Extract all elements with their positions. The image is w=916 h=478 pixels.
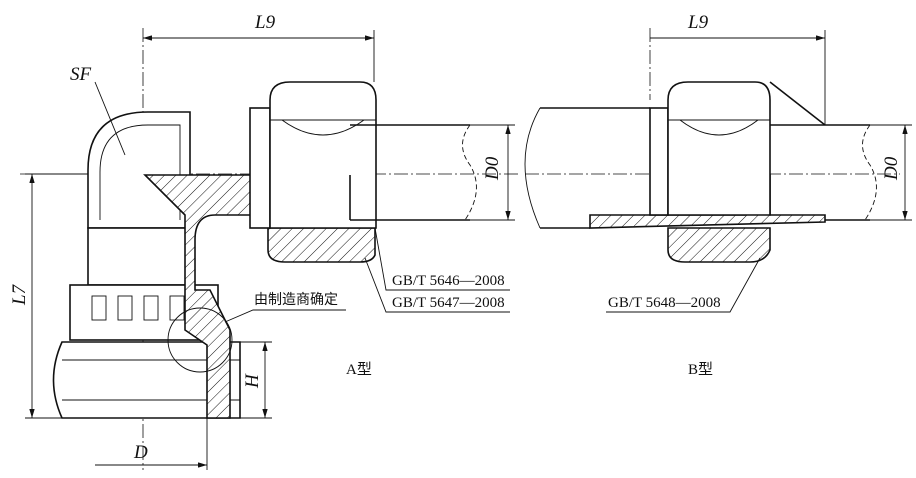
dim-d0-label: D0 — [482, 156, 503, 181]
b-tube — [770, 124, 870, 221]
b-std-leader — [606, 257, 761, 313]
manufacturer-note: 由制造商确定 — [254, 292, 338, 308]
type-a-caption: A型 — [346, 361, 372, 378]
dim-l9-label: L9 — [254, 12, 276, 33]
dim-d-label: D — [133, 442, 148, 463]
detail-circle — [167, 307, 233, 373]
b-body-outline — [540, 107, 650, 229]
dim-sf-label: SF — [70, 64, 92, 85]
b-cone — [769, 81, 826, 126]
elbow-leg — [87, 227, 189, 286]
std-5648-label: GB/T 5648—2008 — [608, 295, 721, 311]
b-body-break — [524, 107, 541, 229]
b-dim-d0-label: D0 — [881, 156, 902, 181]
elbow-outer — [87, 111, 191, 229]
section-hatch-nut — [267, 227, 376, 263]
type-a-drawing: L9 SF D0 L7 D H GB/T 5646—2008 GB/T 5647… — [9, 12, 520, 470]
elbow-inner-contour — [99, 124, 181, 220]
sf-leader — [94, 81, 126, 156]
bottom-nut — [52, 341, 241, 419]
tube — [350, 124, 470, 221]
std-5647-label: GB/T 5647—2008 — [392, 295, 505, 311]
nut-shoulder — [249, 107, 271, 229]
b-nut-shoulder — [649, 107, 669, 216]
hex-nut — [269, 81, 377, 229]
note-leader — [224, 309, 346, 323]
b-dim-l9-label: L9 — [687, 12, 709, 33]
std2-leader — [364, 257, 510, 313]
type-b-caption: B型 — [688, 361, 713, 378]
type-b-drawing: L9 D0 GB/T 5648—2008 B型 — [524, 12, 912, 378]
tube-break — [462, 124, 477, 221]
b-hex-nut — [667, 81, 771, 216]
b-nut-hatch — [667, 227, 771, 263]
std-5646-label: GB/T 5646—2008 — [392, 273, 505, 289]
std1-leader — [374, 227, 510, 291]
dim-h-label: H — [242, 373, 263, 389]
dim-l7-label: L7 — [9, 283, 30, 306]
